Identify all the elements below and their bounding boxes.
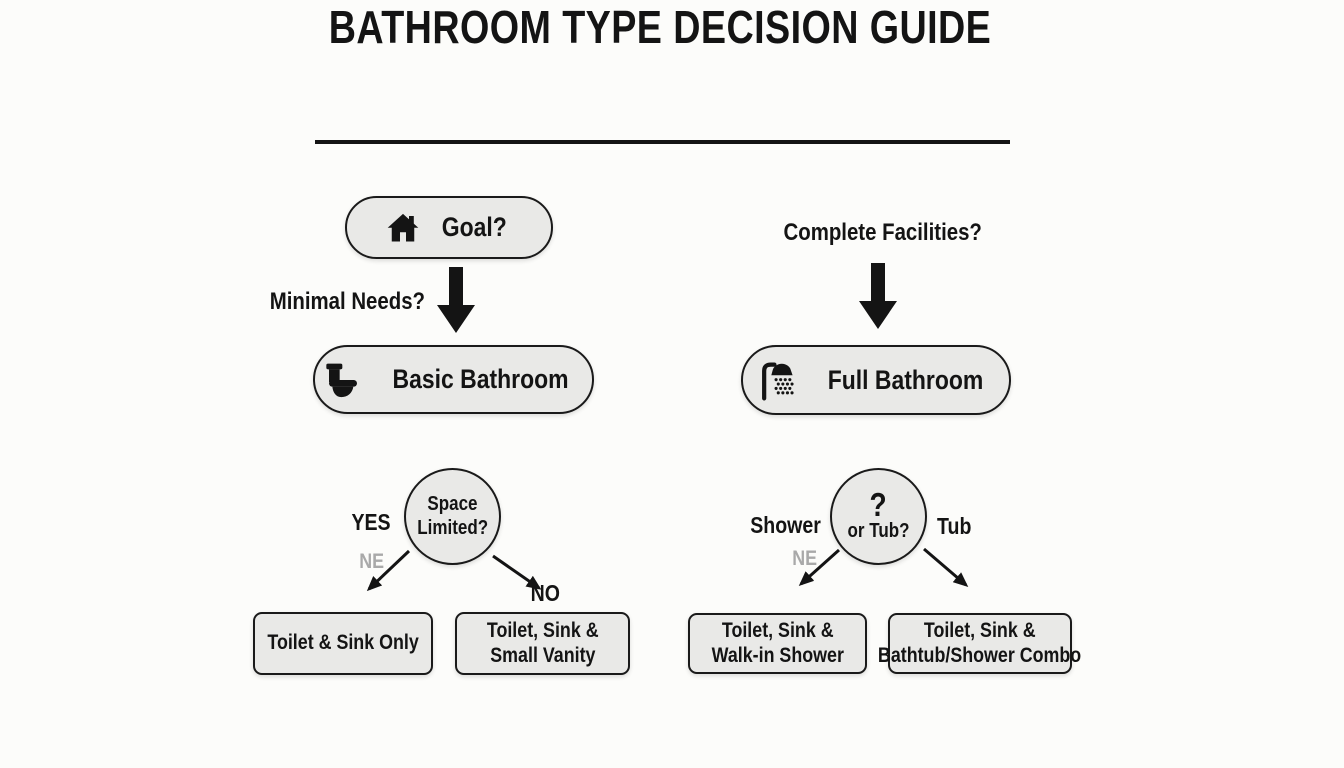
outcome-toilet-sink-only: Toilet & Sink Only [253,612,433,675]
decision-line: or Tub? [847,520,910,543]
down-arrow-right [859,263,897,329]
shower-label: Shower [750,512,822,538]
full-bathroom-label: Full Bathroom [827,364,984,395]
ghost-ne-left: NE [359,550,385,573]
outcome-toilet-sink-small-vanity: Toilet, Sink & Small Vanity [455,612,630,675]
basic-bathroom-label: Basic Bathroom [392,364,570,394]
decision-line: Space [427,492,478,515]
house-icon [387,213,419,241]
basic-bathroom-node: Basic Bathroom [313,345,594,414]
no-label: NO [530,580,560,606]
full-bathroom-node: Full Bathroom [741,345,1011,415]
yes-label: YES [351,509,391,535]
edge-label-minimal-needs: Minimal Needs? [269,288,425,315]
goal-label: Goal? [441,212,508,242]
decision-line: Limited? [417,516,488,539]
goal-node: Goal? [345,196,553,259]
toilet-icon [326,363,358,397]
branch-arrow-tub [923,547,969,587]
shower-icon [762,362,794,401]
shower-or-tub-decision: ? or Tub? [830,468,927,565]
edge-label-complete-facilities: Complete Facilities? [783,219,983,246]
page-title: BATHROOM TYPE DECISION GUIDE [328,1,992,53]
outcome-bathtub-shower-combo: Toilet, Sink & Bathtub/Shower Combo [878,613,1082,674]
tub-label: Tub [936,513,972,539]
space-limited-decision: Space Limited? [404,468,501,565]
decision-line: ? [869,486,888,524]
ghost-ne-right: NE [792,547,818,570]
title-underline [315,140,1010,144]
outcome-walk-in-shower: Toilet, Sink & Walk-in Shower [688,613,867,674]
